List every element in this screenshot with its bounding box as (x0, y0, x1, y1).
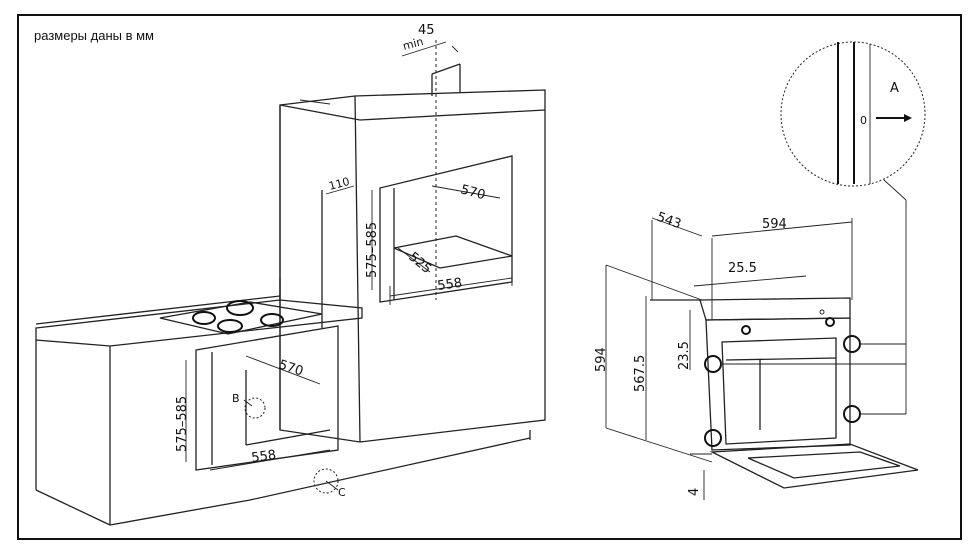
gap-110: 110 (327, 175, 351, 193)
min45-unit: min (401, 35, 424, 53)
point-c-label: C (338, 486, 346, 499)
detail-zero-label: 0 (860, 114, 867, 127)
oven-dimension-lines (605, 217, 853, 500)
units-note: размеры даны в мм (34, 28, 154, 43)
detail-a-label: A (890, 81, 899, 96)
oven-depth: 543 (655, 210, 683, 233)
callout-c (313, 468, 339, 494)
oven-inner-height: 567.5 (633, 355, 648, 392)
upper-width: 570 (459, 182, 487, 203)
min45-value: 45 (418, 23, 435, 38)
upper-niche (379, 155, 513, 305)
oven-gap: 4 (687, 488, 702, 496)
oven-height: 594 (594, 347, 609, 372)
point-b-label: B (232, 392, 240, 405)
base-cabinet (35, 278, 531, 526)
oven-width: 594 (762, 217, 787, 232)
lower-bottom: 558 (250, 448, 277, 466)
lower-niche (195, 185, 355, 471)
upper-height: 575–585 (365, 222, 380, 278)
diagram-frame (17, 14, 962, 540)
dimension-lines-left (185, 41, 459, 462)
callout-b (243, 397, 266, 419)
detail-a (780, 41, 926, 187)
upper-bottom: 558 (436, 276, 463, 294)
oven (650, 179, 919, 489)
upper-depth: 525 (405, 250, 434, 277)
lower-width: 570 (277, 358, 305, 380)
oven-offset: 25.5 (728, 261, 757, 276)
lower-height: 575–585 (175, 396, 190, 452)
tall-cabinet (279, 40, 546, 443)
oven-top: 23.5 (677, 341, 692, 370)
